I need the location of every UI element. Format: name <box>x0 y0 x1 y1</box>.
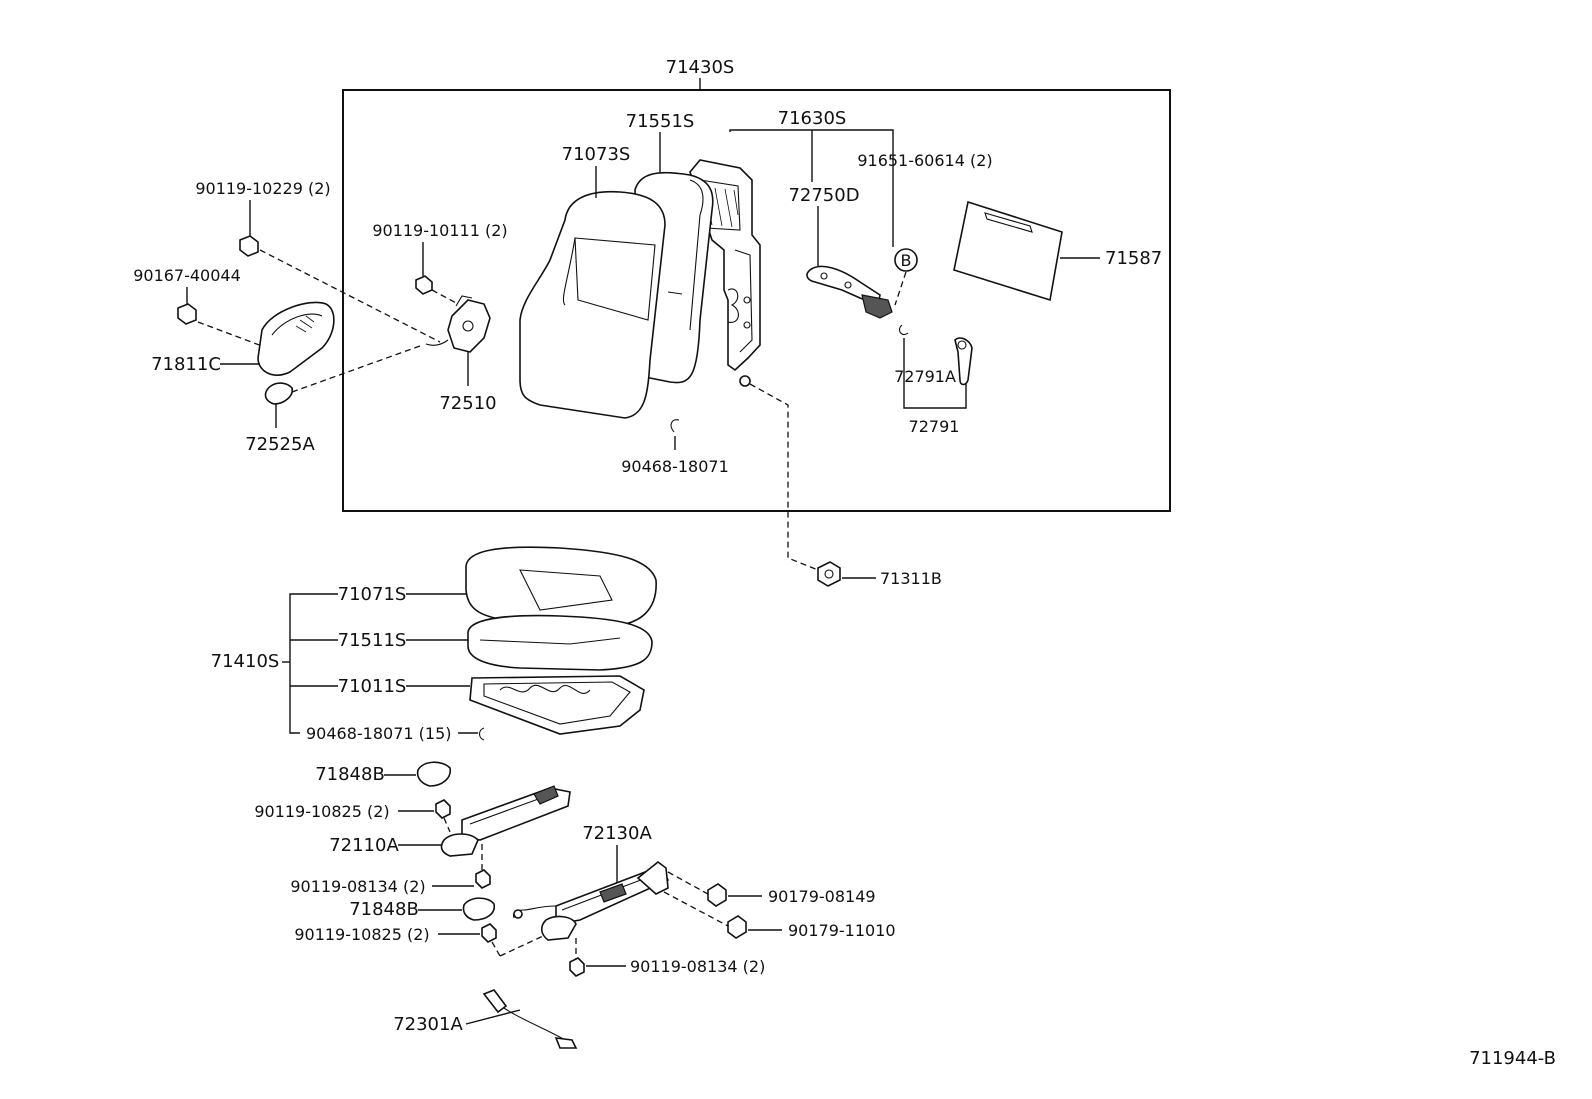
label-hog-ring-cushion: 90468-18071 (15) <box>306 724 452 743</box>
label-nut-08149: 90179-08149 <box>768 887 876 906</box>
label-bolt-10111: 90119-10111 (2) <box>372 221 507 240</box>
lock-72791: 72791 <box>903 337 973 436</box>
label-cushion-assembly: 71410S <box>211 651 280 672</box>
track-72110A: 72110A <box>329 785 571 857</box>
clip-72791A: 72791A <box>894 324 956 396</box>
track-72130A: 72130A <box>512 823 670 941</box>
marker-b-circle <box>894 248 918 272</box>
backrest-assembly-group: 71430S <box>342 57 1171 512</box>
label-screw: 90167-40044 <box>133 266 241 285</box>
label-cushion-cover: 71071S <box>338 584 407 605</box>
label-nut-11010: 90179-11010 <box>788 921 896 940</box>
bolt-90119-10111: 90119-10111 (2) <box>372 221 508 305</box>
cap-71848B-bottom: 71848B <box>349 897 496 921</box>
diagram-id: 711944-B <box>1469 1048 1556 1069</box>
bolt-90119-10229: 90119-10229 (2) <box>195 179 441 343</box>
cushion-assembly-group: 71410S <box>211 593 338 734</box>
label-cushion-frame: 71011S <box>338 676 407 697</box>
label-bolt-10825-bottom: 90119-10825 (2) <box>294 925 429 944</box>
hog-ring-cushion: 90468-18071 (15) <box>306 724 485 743</box>
label-recliner: 72510 <box>439 393 496 414</box>
label-cable: 72301A <box>393 1014 463 1035</box>
cover-71811C: 71811C <box>151 301 335 376</box>
screw-90167-40044: 90167-40044 <box>133 266 263 347</box>
label-clip: 72791A <box>894 367 956 386</box>
nut-90179-11010: 90179-11010 <box>663 891 896 940</box>
nut-90179-08149: 90179-08149 <box>667 871 876 907</box>
board-71587: 71587 <box>953 200 1162 302</box>
cushion-pad: 71511S <box>338 614 653 671</box>
nut-71311B: 71311B <box>739 375 942 588</box>
backrest-frame-callout: 71630S <box>729 108 894 182</box>
cable-72301A: 72301A <box>393 989 578 1049</box>
label-bolt-08134-bottom: 90119-08134 (2) <box>630 957 765 976</box>
pin-91651: 91651-60614 (2) B <box>857 151 993 306</box>
label-bolt-10229: 90119-10229 (2) <box>195 179 330 198</box>
recliner-72510: 72510 <box>425 295 497 414</box>
cap-71848B-top: 71848B <box>315 761 452 787</box>
knob-72525A: 72525A <box>245 345 421 455</box>
lever-72750D: 72750D <box>788 185 893 319</box>
label-cushion-pad: 71511S <box>338 630 407 651</box>
label-backrest-pad: 71551S <box>626 111 695 132</box>
label-backrest-frame: 71630S <box>778 108 847 129</box>
label-cap-top: 71848B <box>315 764 385 785</box>
bolt-90119-10825-top: 90119-10825 (2) <box>254 799 451 833</box>
label-board: 71587 <box>1105 248 1162 269</box>
label-lever: 72750D <box>788 185 859 206</box>
label-track-72130A: 72130A <box>582 823 652 844</box>
label-backrest-cover: 71073S <box>562 144 631 165</box>
cushion-frame: 71011S <box>338 675 645 735</box>
label-lock: 72791 <box>909 417 960 436</box>
label-track-72110A: 72110A <box>329 835 399 856</box>
label-pin: 91651-60614 (2) <box>857 151 992 170</box>
hog-ring-backrest: 90468-18071 <box>621 419 729 476</box>
label-cap-bottom: 71848B <box>349 899 419 920</box>
label-bolt-10825-top: 90119-10825 (2) <box>254 802 389 821</box>
backrest-cover: 71073S <box>519 144 666 419</box>
label-cover: 71811C <box>151 354 221 375</box>
bolt-90119-08134-bottom: 90119-08134 (2) <box>569 938 765 977</box>
bolt-90119-08134-top: 90119-08134 (2) <box>290 844 491 896</box>
label-backrest-assembly: 71430S <box>666 57 735 78</box>
cushion-cover: 71071S <box>338 546 657 627</box>
backrest-assembly-box <box>342 89 1171 512</box>
bolt-90119-10825-bottom: 90119-10825 (2) <box>294 923 557 957</box>
label-marker-b: B <box>901 251 912 270</box>
label-knob: 72525A <box>245 434 315 455</box>
label-hog-ring-backrest: 90468-18071 <box>621 457 729 476</box>
label-bolt-08134-top: 90119-08134 (2) <box>290 877 425 896</box>
label-nut-71311B: 71311B <box>880 569 942 588</box>
